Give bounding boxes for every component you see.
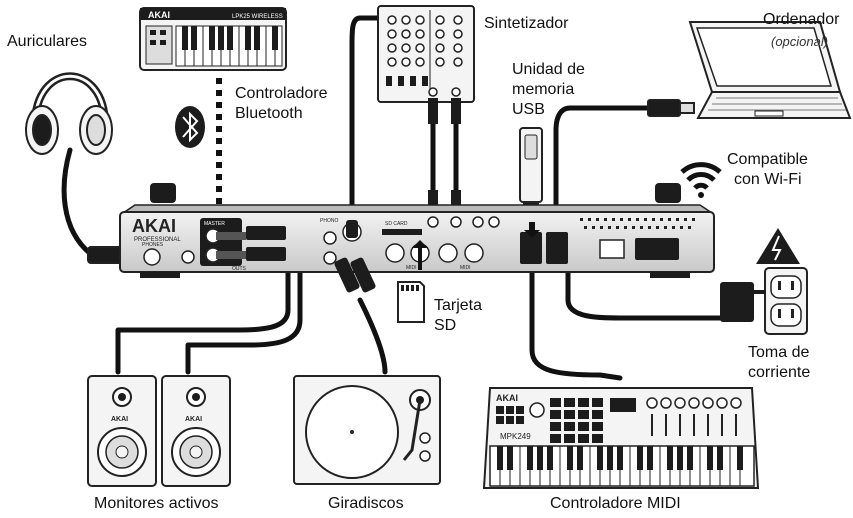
monitor-left-brand: AKAI [111,416,128,423]
computer-usb-cable [553,105,653,235]
headphones [25,72,133,264]
wifi-label-line1: Compatible [727,151,808,168]
usb-label-line2: memoria [512,81,575,98]
headphones-label: Auriculares [7,33,88,50]
sd-card-slot-label: SD CARD [385,221,408,227]
main-unit: AKAI PROFESSIONAL PHONES MASTER OUTS PHO… [119,183,715,278]
outs-label: OUTS [232,266,247,272]
monitor-left: AKAI [87,375,157,487]
monitors-label: Monitores activos [94,495,219,512]
mpk-model: MPK249 [500,432,531,441]
phones-label: PHONES [142,242,164,248]
computer-label: Ordenador [763,11,840,28]
power-cable [565,265,733,321]
sd-card-label-line2: SD [434,317,457,334]
bluetooth-controller-label-line2: Bluetooth [235,105,303,122]
turntable-cable [357,297,388,375]
outlet-label-line2: corriente [748,364,811,381]
midi-controller-label: Controladore MIDI [550,495,681,512]
usb-label-line3: USB [512,101,545,118]
bluetooth-icon [175,106,205,148]
main-unit-brand: AKAI [132,216,176,236]
turntable-label: Giradiscos [328,495,404,512]
monitor-right-brand: AKAI [185,416,202,423]
sd-card-label-line1: Tarjeta [434,297,483,314]
computer-optional-note: (opcional) [771,34,829,49]
power-outlet [720,228,808,335]
rca-plugs [334,257,376,293]
lpk25-brand: AKAI [148,10,170,20]
lpk25-model: LPK25 WIRELESS [232,14,283,20]
mpk-brand: AKAI [496,393,518,403]
monitor-right: AKAI [161,375,231,487]
monitor-cable-left [185,235,303,375]
midi-controller-cable [529,262,623,381]
synth-input-cable [349,15,383,233]
bluetooth-controller-label-line1: Controladore [235,85,328,102]
master-label: MASTER [204,221,225,227]
main-unit-subbrand: PROFESSIONAL [134,237,181,243]
synth-label: Sintetizador [484,15,569,32]
monitor-cable-right [115,255,291,375]
sd-card [397,240,428,323]
synthesizer [377,5,475,212]
lpk25-controller: AKAI LPK25 WIRELESS [139,7,287,71]
phono-label: PHONO [320,218,338,224]
usb-arrows [524,222,540,238]
high-voltage-icon [756,228,800,264]
turntable [293,375,441,485]
outlet-label-line1: Toma de [748,344,810,361]
wifi-label-line2: con Wi-Fi [734,171,802,188]
usb-stick [519,127,543,217]
midi-label-1: MIDI [406,265,417,271]
laptop [647,21,852,119]
wifi-icon [680,162,722,198]
midi-label-2: MIDI [460,265,471,271]
mpk249-controller: AKAI MPK249 [482,387,760,489]
usb-label-line1: Unidad de [512,61,585,78]
